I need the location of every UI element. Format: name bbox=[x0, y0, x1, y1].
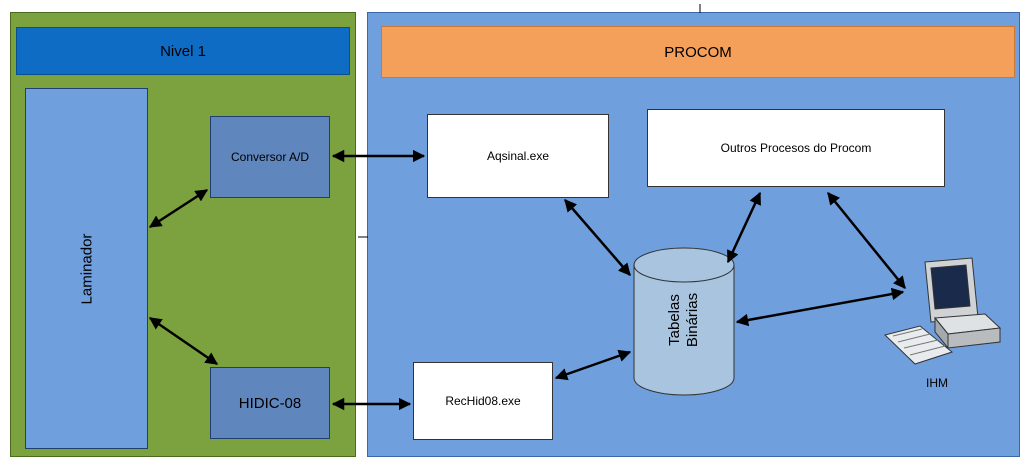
laminador-node: Laminador bbox=[25, 88, 148, 449]
tabelas-ihm-arrow bbox=[735, 287, 905, 327]
outros-processos-node: Outros Procesos do Procom bbox=[647, 109, 945, 187]
procom-header: PROCOM bbox=[381, 26, 1015, 78]
aqsinal-tabelas-arrow bbox=[564, 199, 631, 276]
computer-icon bbox=[884, 257, 1002, 365]
procom-title: PROCOM bbox=[664, 43, 732, 61]
laminador-hidic-arrow bbox=[148, 316, 219, 366]
tabelas-label-line2: Binárias bbox=[684, 292, 701, 348]
nivel-1-header: Nivel 1 bbox=[16, 27, 350, 75]
outros-processos-label: Outros Procesos do Procom bbox=[720, 141, 872, 155]
outros-ihm-arrow bbox=[827, 192, 906, 289]
tabelas-binarias-cylinder bbox=[633, 247, 735, 396]
laminador-conversor-arrow bbox=[148, 188, 209, 229]
hidic-label: HIDIC-08 bbox=[238, 394, 302, 412]
aqsinal-label: Aqsinal.exe bbox=[486, 149, 550, 163]
conversor-node: Conversor A/D bbox=[210, 116, 330, 198]
tabelas-label-line1: Tabelas bbox=[666, 294, 683, 346]
conversor-label: Conversor A/D bbox=[230, 150, 310, 164]
rechid-tabelas-arrow bbox=[554, 349, 632, 381]
rechid-label: RecHid08.exe bbox=[445, 394, 521, 408]
tabelas-binarias-label: Tabelas Binárias bbox=[666, 293, 702, 347]
outros-tabelas-arrow bbox=[726, 191, 762, 264]
hidic-node: HIDIC-08 bbox=[210, 367, 330, 439]
rechid-node: RecHid08.exe bbox=[413, 362, 553, 440]
aqsinal-node: Aqsinal.exe bbox=[427, 114, 609, 198]
nivel-1-title: Nivel 1 bbox=[160, 42, 206, 60]
ihm-label: IHM bbox=[926, 376, 948, 390]
